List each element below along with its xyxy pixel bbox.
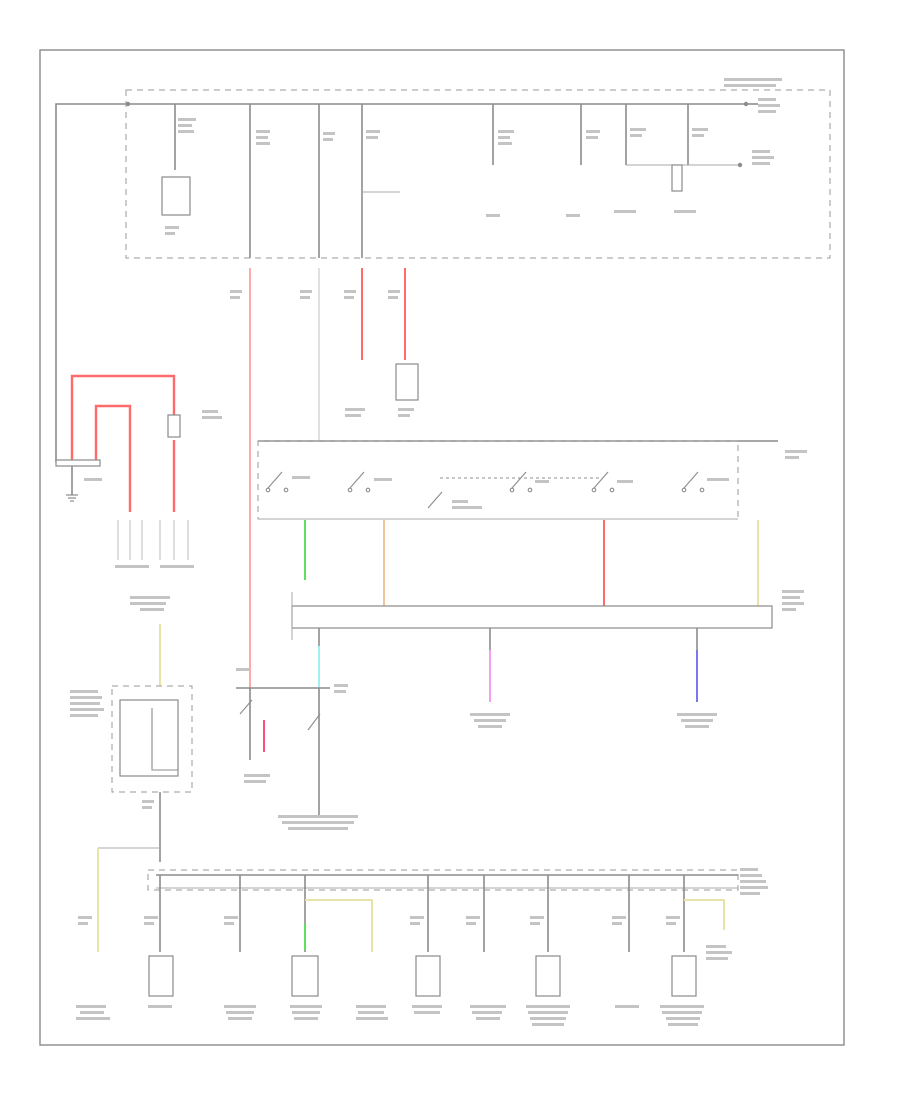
load-c-component bbox=[291, 955, 319, 997]
ignition-switch-contacts bbox=[265, 471, 705, 509]
fuse-box-label-marks bbox=[165, 78, 782, 235]
ignition-switch-outline bbox=[257, 440, 739, 520]
battery-feed-wire bbox=[55, 103, 126, 462]
fuse-box-input-terminal bbox=[125, 101, 131, 107]
battery-positive-wire bbox=[70, 374, 176, 462]
dash-fuse-box bbox=[76, 847, 768, 1026]
diagram-border bbox=[39, 49, 845, 1046]
battery-generator-circuit bbox=[55, 374, 222, 611]
relay-label-marks bbox=[236, 668, 358, 830]
pgm-fi-relay-contact bbox=[151, 708, 178, 771]
underhood-fuse-relay-box bbox=[55, 78, 831, 462]
fuse-h-yellow-branch bbox=[684, 899, 725, 930]
fog-lamp-relay-symbol bbox=[671, 164, 683, 192]
starter-connector bbox=[117, 520, 143, 560]
fuse-output-label-marks bbox=[230, 290, 414, 417]
right-output-terminal-2 bbox=[737, 162, 743, 168]
pgm-fi-relay-symbol bbox=[119, 699, 179, 777]
generator-connector bbox=[159, 520, 189, 560]
pgm-fi-relay-outline bbox=[111, 685, 193, 793]
load-f-component bbox=[535, 955, 561, 997]
battery-label-marks bbox=[84, 410, 222, 611]
load-h-component bbox=[671, 955, 697, 997]
load-d-component bbox=[415, 955, 441, 997]
ignition-switch bbox=[257, 440, 807, 606]
under-dash-label-marks bbox=[470, 590, 804, 728]
fuse-box-outline bbox=[125, 89, 831, 259]
main-fuse-component bbox=[167, 414, 181, 438]
pgm-fi-label-marks bbox=[70, 690, 154, 809]
fuse-box-outputs bbox=[230, 268, 419, 690]
relay-coil-contact bbox=[307, 713, 321, 731]
dash-fuse-label-marks bbox=[76, 868, 768, 1026]
starter-cut-relay bbox=[236, 668, 358, 830]
battery-ground-symbol bbox=[66, 494, 78, 502]
dash-fuse-box-outline bbox=[147, 869, 739, 891]
main-relay-component bbox=[161, 176, 191, 216]
starter-motor-component bbox=[395, 363, 419, 401]
pgm-fi-main-relay bbox=[70, 624, 193, 862]
relay-contact bbox=[239, 699, 253, 715]
battery-terminal-block bbox=[55, 459, 101, 467]
battery-to-generator-wire bbox=[94, 404, 132, 512]
ignition-switch-label-marks bbox=[292, 450, 807, 509]
under-dash-bus-bar bbox=[291, 605, 773, 629]
right-output-terminal bbox=[743, 101, 749, 107]
fuse-c-yellow-branch bbox=[305, 899, 373, 952]
load-a-component bbox=[148, 955, 174, 997]
under-dash-fuse-relay-box bbox=[291, 590, 804, 728]
